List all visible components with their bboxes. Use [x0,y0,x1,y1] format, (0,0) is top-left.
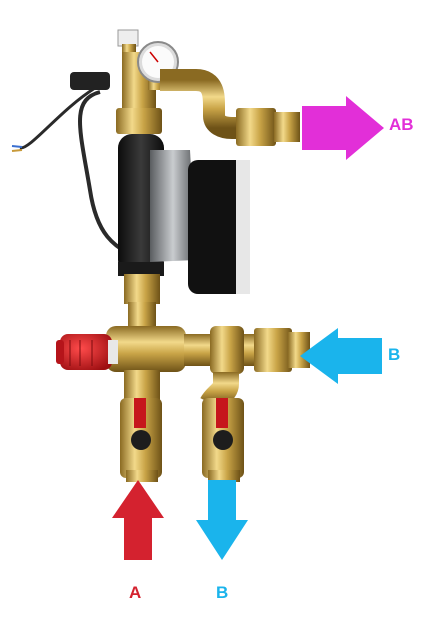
outlet-union-nut [236,108,276,146]
outlet-elbow-pipe [160,69,250,139]
upper-union-nut [116,108,162,134]
thermostatic-knob [56,334,118,370]
right-ball-valve [202,398,244,482]
left-ball-valve [120,398,162,482]
arrow-up-icon [112,480,164,560]
lower-brass-body [128,302,156,328]
outlet-ab-label: AB [389,115,414,134]
outlet-b-label: B [216,583,229,602]
inlet-union-nut [254,328,292,372]
lower-union-nut [124,274,160,304]
circulation-pump [118,134,250,294]
arrow-down-icon [196,480,248,560]
manifold-tee [210,326,244,374]
arrow-right-icon [302,96,384,160]
inlet-b-label: B [388,345,401,364]
inlet-thread [288,332,310,368]
mixing-valve-body [106,326,186,372]
arrow-left-icon [300,328,382,384]
outlet-thread [274,112,300,142]
inlet-a-label: A [129,583,142,602]
